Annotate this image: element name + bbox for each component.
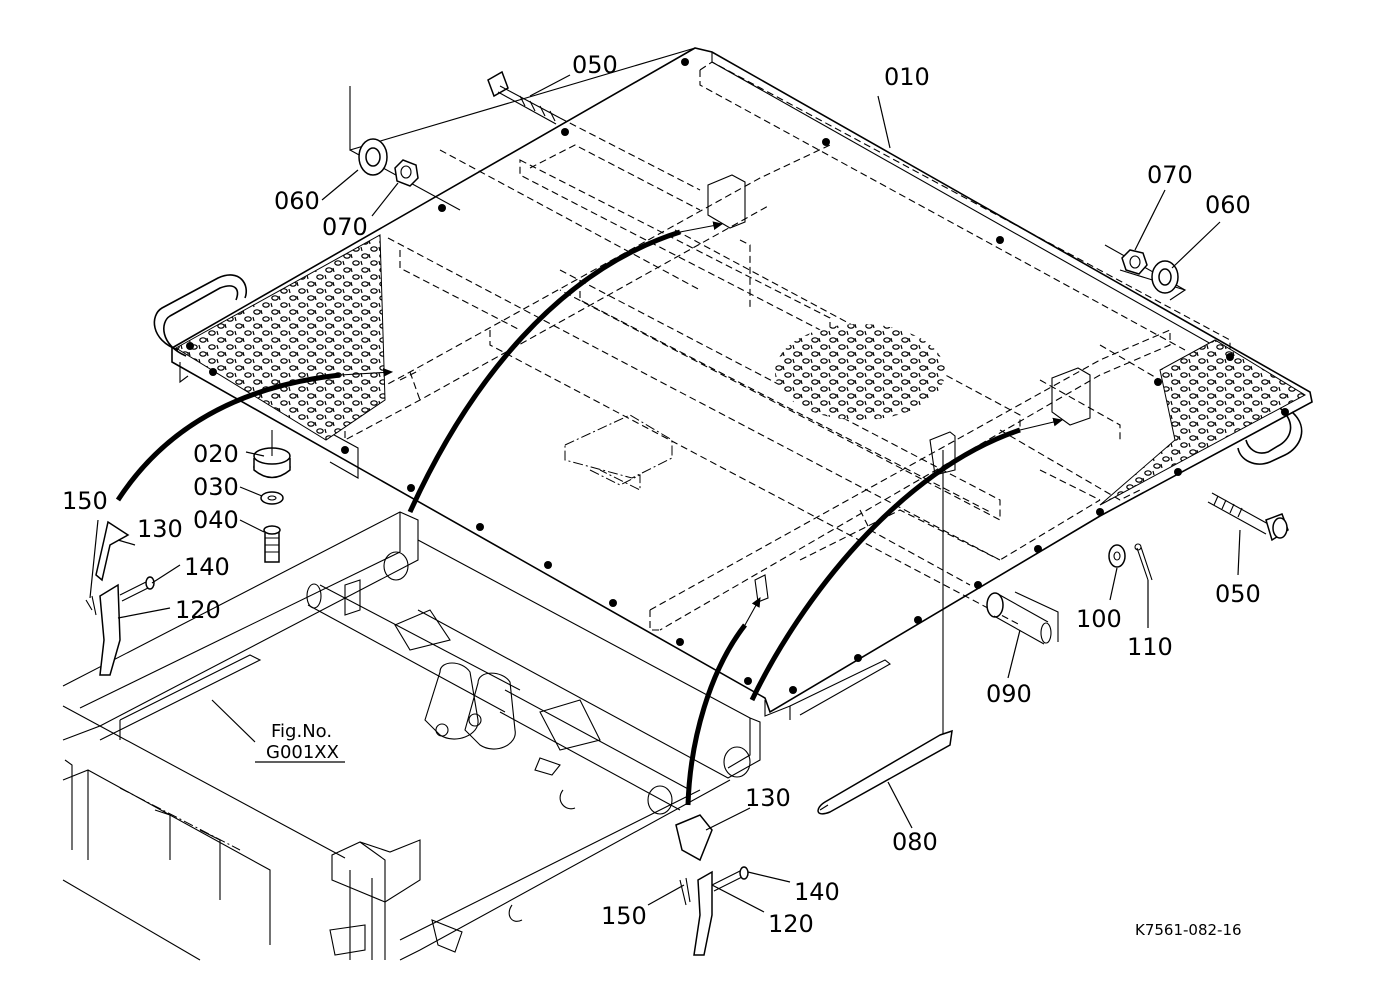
label-130-bottom: 130: [745, 784, 791, 812]
leader-lines: [89, 74, 1241, 913]
label-130-left: 130: [137, 515, 183, 543]
label-050-top: 050: [572, 51, 618, 79]
bolt-050-right: [1207, 492, 1289, 542]
label-020: 020: [193, 440, 239, 468]
cotter-110: [1134, 543, 1153, 581]
isolator-set: [253, 430, 291, 563]
washer-100: [1108, 544, 1126, 568]
part-labels: 010 050 060 070 070 060 020 030 040 050 …: [62, 51, 1261, 939]
label-040: 040: [193, 506, 239, 534]
label-010: 010: [884, 63, 930, 91]
lower-frame: [62, 511, 761, 961]
label-140-left: 140: [184, 553, 230, 581]
fig-ref-line1: Fig.No.: [271, 721, 332, 742]
washer-nut-right: [1121, 249, 1179, 294]
label-120-left: 120: [175, 596, 221, 624]
label-150-bottom: 150: [601, 902, 647, 930]
label-110: 110: [1127, 633, 1173, 661]
platform-010: [153, 47, 1313, 720]
pin-090: [986, 591, 1059, 645]
drawing-code: K7561-082-16: [1135, 921, 1242, 939]
label-060-right: 060: [1205, 191, 1251, 219]
label-060-left: 060: [274, 187, 320, 215]
washer-nut-left: [358, 138, 419, 187]
label-150-left: 150: [62, 487, 108, 515]
label-030: 030: [193, 473, 239, 501]
label-140-bottom: 140: [794, 878, 840, 906]
label-120-bottom: 120: [768, 910, 814, 938]
latch-left: [85, 520, 155, 676]
rod-080: [817, 450, 953, 815]
label-080: 080: [892, 828, 938, 856]
label-070-right: 070: [1147, 161, 1193, 189]
label-070-left: 070: [322, 213, 368, 241]
assembly-arrows: [115, 221, 1064, 806]
fig-ref-line2: G001XX: [266, 742, 339, 763]
latch-bottom: [675, 814, 749, 956]
label-090: 090: [986, 680, 1032, 708]
label-100: 100: [1076, 605, 1122, 633]
label-050-right: 050: [1215, 580, 1261, 608]
bolt-050-top: [487, 70, 701, 191]
